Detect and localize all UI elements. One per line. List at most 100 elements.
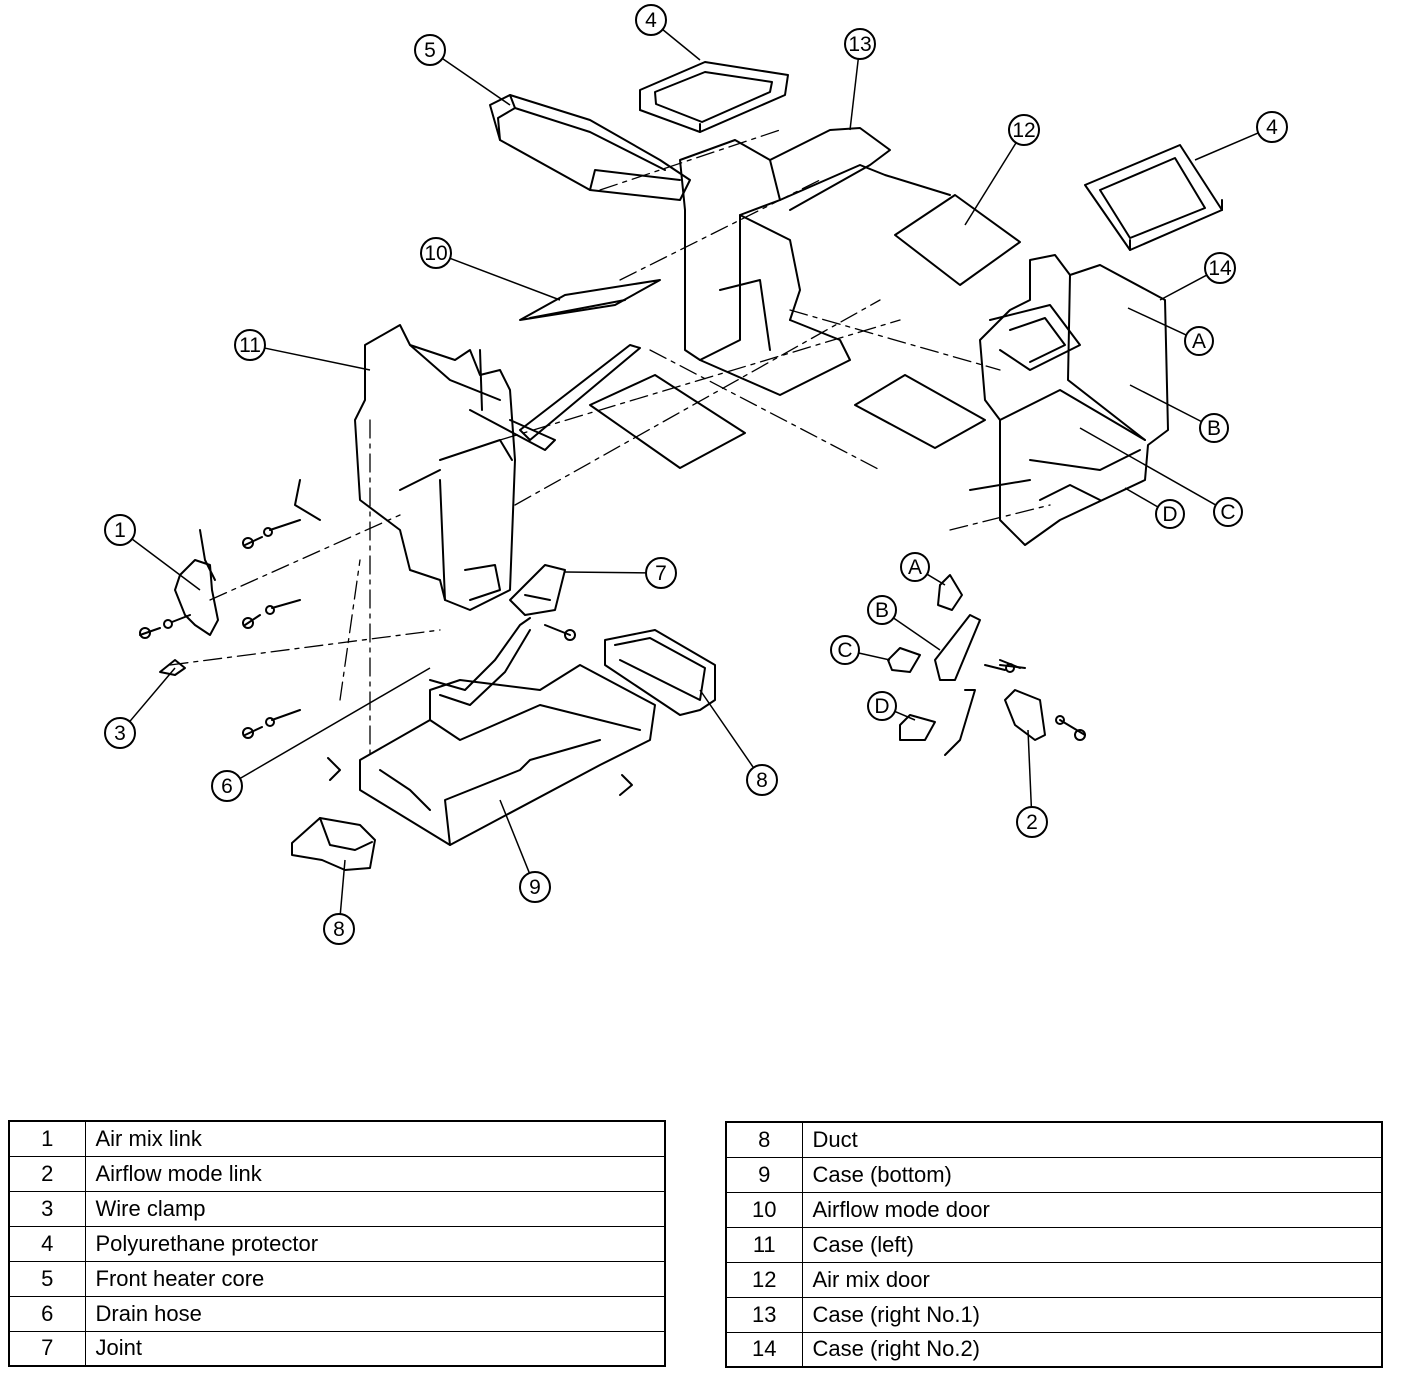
legend-number: 3 xyxy=(8,1190,86,1227)
callout-circle xyxy=(1016,806,1048,838)
legend-part-name: Duct xyxy=(801,1121,1383,1158)
legend-number: 4 xyxy=(8,1225,86,1262)
legend-part-name: Drain hose xyxy=(84,1295,666,1332)
callout-1: 1 xyxy=(104,514,201,591)
callout-circle xyxy=(1008,114,1040,146)
callout-circle xyxy=(1199,413,1229,443)
connection-marker-A: A xyxy=(900,552,946,586)
callout-label: 10 xyxy=(424,242,447,265)
legend-part-name: Air mix link xyxy=(84,1120,666,1157)
connection-marker-A: A xyxy=(1127,307,1214,356)
air-mix-door-top xyxy=(894,194,1021,286)
legend-part-name: Airflow mode door xyxy=(801,1191,1383,1228)
callout-circle xyxy=(1155,499,1185,529)
leader-line xyxy=(699,689,755,769)
connection-marker-B: B xyxy=(1129,384,1229,443)
connection-marker-D: D xyxy=(1124,487,1185,529)
leader-line xyxy=(894,710,916,721)
callout-label: 1 xyxy=(114,519,126,542)
callout-label: 4 xyxy=(645,9,657,32)
callout-9: 9 xyxy=(499,799,551,903)
callout-5: 5 xyxy=(414,34,511,106)
callout-8: 8 xyxy=(699,689,778,796)
legend-number: 2 xyxy=(8,1155,86,1192)
legend-part-name: Front heater core xyxy=(84,1260,666,1297)
callout-10: 10 xyxy=(420,237,561,301)
callout-circle xyxy=(746,764,778,796)
case-right-no2 xyxy=(969,254,1169,546)
callout-circle xyxy=(323,913,355,945)
leader-line xyxy=(1124,487,1159,508)
callout-label: 13 xyxy=(848,33,871,56)
callout-label: 5 xyxy=(424,39,436,62)
leader-line xyxy=(964,142,1017,226)
drain-hose xyxy=(429,617,531,706)
callout-label: 11 xyxy=(239,334,261,357)
callout-label: 14 xyxy=(1208,257,1232,280)
duct-left xyxy=(291,817,376,871)
leader-line xyxy=(1079,427,1217,506)
leader-line xyxy=(441,57,511,106)
screws-and-washers xyxy=(139,519,1086,796)
callout-label: 3 xyxy=(114,722,126,745)
airflow-mode-link xyxy=(887,574,1046,756)
front-heater-core xyxy=(489,94,691,201)
callout-circle xyxy=(104,514,136,546)
callout-label: B xyxy=(875,599,889,622)
callout-label: C xyxy=(837,639,852,662)
callout-circle xyxy=(234,329,266,361)
callout-circle xyxy=(1213,497,1243,527)
leader-line xyxy=(129,667,176,723)
callout-circle xyxy=(1256,111,1288,143)
legend-number: 6 xyxy=(8,1295,86,1332)
legend-part-name: Case (right No.2) xyxy=(801,1331,1383,1368)
air-mix-door-lower xyxy=(854,374,986,449)
legend-number: 7 xyxy=(8,1330,86,1367)
leader-line xyxy=(858,652,891,661)
callout-circle xyxy=(830,635,860,665)
callout-label: D xyxy=(874,695,889,718)
callout-circle xyxy=(1184,326,1214,356)
callout-label: A xyxy=(908,556,922,579)
callout-label: 8 xyxy=(756,769,768,792)
leader-line xyxy=(1159,274,1208,301)
leader-line xyxy=(1194,132,1259,161)
polyurethane-protector-top xyxy=(639,61,789,133)
callout-circle xyxy=(867,691,897,721)
leader-line xyxy=(849,58,860,131)
lower-door-panel xyxy=(519,344,746,469)
legend-part-name: Wire clamp xyxy=(84,1190,666,1227)
leader-line xyxy=(499,799,531,874)
legend-part-name: Case (bottom) xyxy=(801,1156,1383,1193)
callout-label: 9 xyxy=(529,876,541,899)
callout-label: C xyxy=(1220,501,1235,524)
callout-4: 4 xyxy=(635,4,701,61)
callout-circle xyxy=(211,770,243,802)
connection-marker-C: C xyxy=(1079,427,1243,527)
legend-number: 5 xyxy=(8,1260,86,1297)
case-right-no1 xyxy=(679,127,951,396)
callout-circle xyxy=(1204,252,1236,284)
callout-label: B xyxy=(1207,417,1221,440)
callout-12: 12 xyxy=(964,114,1040,226)
callout-circle xyxy=(414,34,446,66)
air-mix-link xyxy=(174,479,321,636)
callout-circle xyxy=(519,871,551,903)
connection-marker-B: B xyxy=(867,595,941,651)
legend-number: 12 xyxy=(725,1261,803,1298)
callout-circle xyxy=(645,557,677,589)
